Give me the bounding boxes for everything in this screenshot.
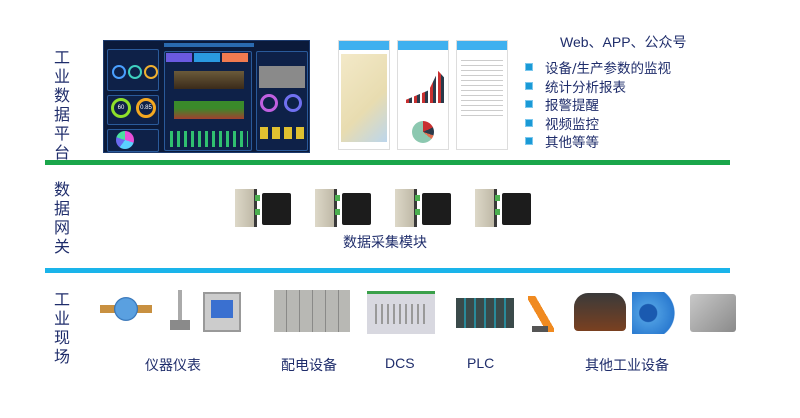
robot-arm-image: [528, 296, 554, 332]
pump-image: [632, 292, 686, 334]
feature-item: 视频监控: [525, 114, 671, 133]
feature-item: 报警提醒: [525, 95, 671, 114]
feature-item: 设备/生产参数的监视: [525, 58, 671, 77]
plc-image: [456, 298, 514, 328]
flow-meter-image: [170, 290, 190, 330]
gateway-label: 数据采集模块: [343, 235, 427, 251]
switchgear-image: [274, 290, 350, 332]
bullet-icon: [525, 63, 533, 72]
feature-list: 设备/生产参数的监视 统计分析报表 报警提醒 视频监控 其他等等: [525, 58, 671, 151]
water-meter-image: [100, 296, 152, 322]
boiler-image: [574, 293, 626, 331]
feature-item: 其他等等: [525, 132, 671, 151]
gateway-device: [475, 185, 532, 227]
mobile-list-screen: [456, 40, 508, 150]
gateway-device: [315, 185, 372, 227]
mobile-chart-screen: [397, 40, 449, 150]
bullet-icon: [525, 118, 533, 127]
field-label-instruments: 仪器仪表: [145, 358, 201, 374]
field-label-plc: PLC: [467, 355, 495, 371]
layer-label-field: 工业现场: [53, 290, 70, 366]
dashboard-screenshot: 60 0.85: [103, 40, 310, 153]
field-label-other-equipment: 其他工业设备: [585, 358, 669, 374]
dcs-screen-image: [367, 291, 435, 334]
bullet-icon: [525, 137, 533, 146]
platform-divider-green: [45, 160, 730, 165]
bullet-icon: [525, 100, 533, 109]
gateway-device: [235, 185, 292, 227]
gateway-device: [395, 185, 452, 227]
gateway-divider-blue: [45, 268, 730, 273]
gauge-orange: 0.85: [136, 98, 156, 118]
bullet-icon: [525, 81, 533, 90]
mobile-map-screen: [338, 40, 390, 150]
field-label-dcs: DCS: [385, 355, 415, 371]
cabinet-image: [690, 294, 736, 332]
field-label-power-distribution: 配电设备: [281, 358, 337, 374]
layer-label-gateway: 数据网关: [53, 180, 70, 256]
gauge-green: 60: [111, 98, 131, 118]
channels-title: Web、APP、公众号: [560, 34, 687, 50]
layer-label-platform: 工业数据平台: [53, 48, 70, 162]
power-meter-image: [203, 292, 241, 332]
feature-item: 统计分析报表: [525, 77, 671, 96]
